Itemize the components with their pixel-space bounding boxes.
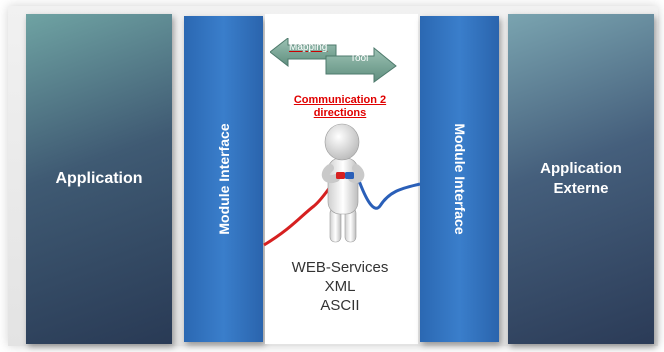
blue-cable-icon <box>356 177 421 210</box>
protocol-item: WEB-Services <box>291 259 389 276</box>
protocol-item: XML <box>324 278 356 295</box>
mapping-tool-arrows-icon <box>270 38 397 83</box>
communication-line1: Communication 2 <box>293 94 387 106</box>
protocol-item: ASCII <box>320 297 360 314</box>
module-interface-right-label: Module Interface <box>451 123 468 235</box>
application-externe-panel: Application Externe <box>508 14 654 344</box>
tool-label: Tool <box>350 53 369 64</box>
application-panel: Application <box>26 14 172 344</box>
tool-arrow-icon <box>325 46 397 83</box>
module-interface-left: Module Interface <box>184 16 263 342</box>
module-interface-right: Module Interface <box>420 16 499 342</box>
application-externe-label-line1: Application <box>540 160 622 177</box>
application-label: Application <box>55 170 143 187</box>
person-connecting-cables-icon <box>263 123 421 247</box>
mapping-label: Mapping <box>289 42 328 53</box>
communication-caption: Communication 2 directions <box>276 94 404 120</box>
mapping-arrow-icon <box>270 38 337 68</box>
module-interface-left-label: Module Interface <box>215 123 232 235</box>
protocol-list: WEB-Services XML ASCII <box>276 258 404 315</box>
communication-line2: directions <box>313 107 367 119</box>
application-externe-label-line2: Externe <box>553 180 609 197</box>
